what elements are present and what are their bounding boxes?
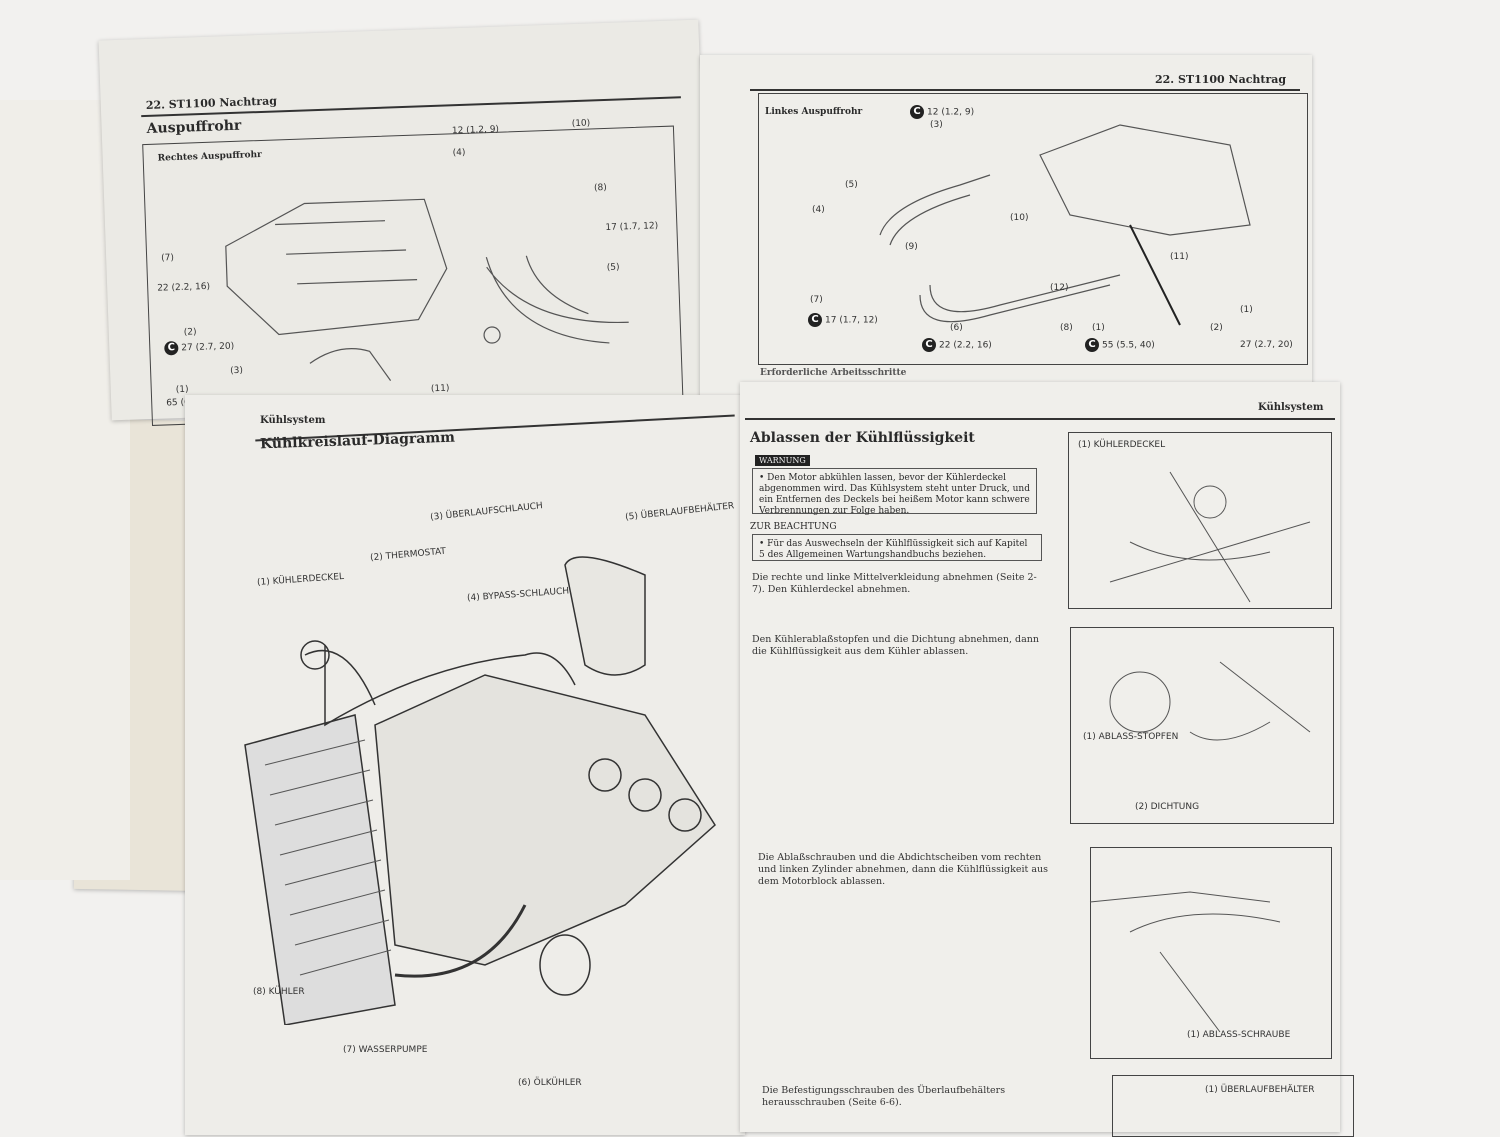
page-kuehlfluessigkeit-ablassen: Kühlsystem Ablassen der Kühlflüssigkeit … (740, 382, 1354, 1137)
exhaust-diagram (879, 124, 1251, 326)
label: (1) (175, 384, 189, 396)
exhaust-diagram (225, 198, 629, 381)
label: (1) (1240, 305, 1253, 315)
page-header: Kühlsystem (1258, 402, 1324, 413)
label: (1) (1092, 323, 1105, 333)
figure-sketches (1089, 471, 1311, 1033)
label: (4) (452, 147, 466, 159)
label: (8) (593, 182, 607, 194)
figure-ablass-stopfen (1070, 627, 1334, 824)
torque-icon: C (164, 340, 179, 356)
label: 17 (1.7, 12) (605, 221, 659, 234)
cooling-system-diagram (244, 556, 716, 1025)
label: 27 (2.7, 20) (1240, 340, 1293, 350)
diagram-frame (758, 93, 1308, 365)
page-header: 22. ST1100 Nachtrag (145, 94, 278, 112)
page-auspuffrohr-rechts: 22. ST1100 Nachtrag Auspuffrohr Rechtes … (98, 19, 712, 426)
label: (8) (1060, 323, 1073, 333)
torque-icon: C (910, 105, 924, 119)
label: (2) (183, 327, 197, 338)
page-auspuffrohr-links: 22. ST1100 Nachtrag Linkes Auspuffrohr C… (700, 55, 1312, 400)
label: (6) (950, 323, 963, 333)
diagram-subtitle: Linkes Auspuffrohr (765, 107, 863, 117)
note-label: ZUR BEACHTUNG (750, 522, 837, 532)
note-box: • Für das Auswechseln der Kühlflüssigkei… (752, 534, 1042, 561)
label: (5) ÜBERLAUFBEHÄLTER (624, 501, 735, 523)
label: (9) (905, 242, 918, 252)
note-text: Für das Auswechseln der Kühlflüssigkeit … (759, 539, 1028, 560)
label: (3) ÜBERLAUFSCHLAUCH (429, 501, 544, 523)
label: (7) WASSERPUMPE (343, 1045, 428, 1055)
step-text: Die Ablaßschrauben und die Abdichtscheib… (758, 852, 1049, 887)
torque-icon: C (808, 313, 822, 327)
figure-label: (1) ÜBERLAUFBEHÄLTER (1205, 1085, 1315, 1095)
page-kuehlkreislauf: Kühlsystem Kühlkreislauf-Diagramm (3) ÜB… (185, 395, 745, 1135)
label: (7) (810, 295, 823, 305)
torque-icon: C (922, 338, 936, 352)
footer-text: Erforderliche Arbeitsschritte (760, 368, 907, 378)
label: (11) (430, 383, 450, 395)
page-title: Kühlkreislauf-Diagramm (259, 429, 456, 453)
label: (5) (606, 262, 620, 273)
warning-label: WARNUNG (755, 455, 810, 466)
label: (2) (1210, 323, 1223, 333)
step-text: Die rechte und linke Mittelverkleidung a… (752, 572, 1037, 595)
figure-label: (2) DICHTUNG (1135, 802, 1200, 812)
label: (8) KÜHLER (253, 987, 305, 997)
label: (5) (845, 180, 858, 190)
label: 12 (1.2, 9) (451, 124, 500, 137)
step-text: Den Kühlerablaßstopfen und die Dichtung … (752, 634, 1039, 657)
step-text: Die Befestigungsschrauben des Überlaufbe… (762, 1085, 1006, 1108)
label: (12) (1050, 283, 1069, 293)
figure-ablass-schraube (1090, 847, 1332, 1059)
label: (7) (161, 253, 175, 264)
label: (3) (229, 365, 244, 377)
label: (11) (1170, 252, 1189, 262)
label: 22 (2.2, 16) (157, 281, 211, 294)
label: (6) ÖLKÜHLER (518, 1078, 582, 1088)
figure-label: (1) ABLASS-STOPFEN (1083, 732, 1179, 742)
label: (3) (930, 120, 943, 130)
figure-label: (1) ABLASS-SCHRAUBE (1187, 1030, 1291, 1040)
page-header: 22. ST1100 Nachtrag (1155, 73, 1287, 86)
page-title: Auspuffrohr (146, 117, 242, 137)
warning-box: • Den Motor abkühlen lassen, bevor der K… (752, 468, 1037, 516)
figure-kuehlerdeckel (1068, 432, 1332, 609)
label: (10) (1010, 213, 1029, 223)
torque-icon: C (1085, 338, 1099, 352)
label: (4) (812, 205, 825, 215)
label: (10) (571, 118, 591, 130)
page-header: Kühlsystem (260, 415, 326, 426)
warning-text: Den Motor abkühlen lassen, bevor der Küh… (759, 473, 1030, 516)
figure-label: (1) KÜHLERDECKEL (1078, 440, 1166, 450)
page-title: Ablassen der Kühlflüssigkeit (750, 430, 975, 446)
